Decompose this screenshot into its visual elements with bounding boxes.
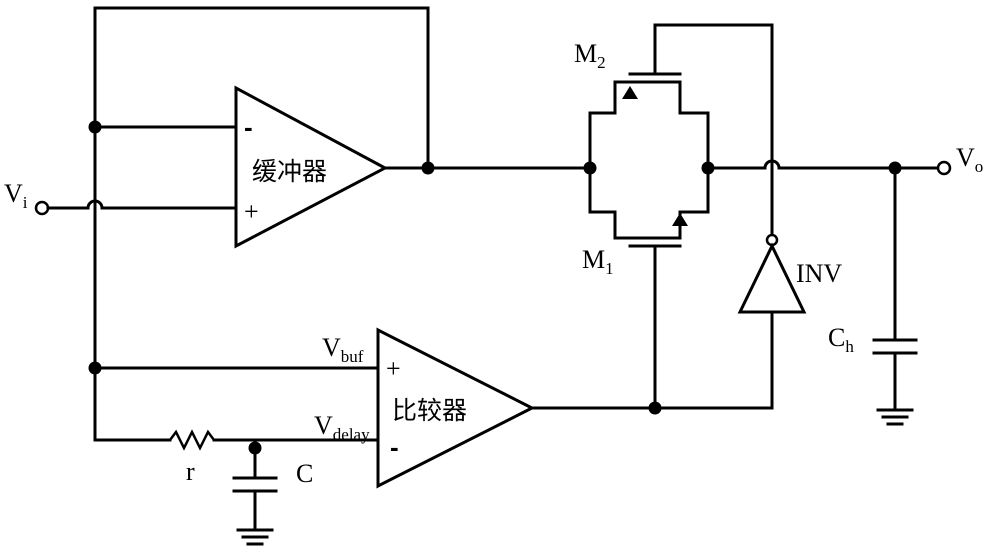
comparator-opamp	[376, 327, 536, 489]
output-wiring	[706, 159, 952, 176]
inv-label: INV	[796, 259, 842, 288]
m1-arrow-icon	[672, 213, 688, 226]
vo-label: Vo	[956, 143, 983, 176]
inverter	[530, 233, 807, 410]
m1-label: M1	[582, 245, 614, 278]
junction-dots	[88, 120, 902, 455]
buffer-label: 缓冲器	[252, 157, 327, 186]
comparator-minus-sign: -	[390, 432, 399, 462]
r-label: r	[186, 457, 195, 486]
vi-input	[34, 199, 240, 216]
transmission-gate	[588, 23, 774, 410]
vi-label: Vi	[4, 179, 28, 212]
hold-capacitor	[872, 166, 918, 426]
buffer-plus-sign: +	[244, 197, 259, 226]
ch-label: Ch	[828, 323, 854, 356]
buffer-minus-sign: -	[244, 112, 253, 142]
c-label: C	[296, 459, 313, 488]
m2-arrow-icon	[622, 86, 638, 99]
vdelay-label: Vdelay	[314, 411, 370, 444]
comparator-label: 比较器	[392, 396, 467, 425]
vbuf-label: Vbuf	[322, 333, 364, 366]
m2-label: M2	[574, 39, 606, 72]
buffer-opamp	[234, 85, 389, 249]
comparator-plus-sign: +	[386, 354, 401, 383]
rc-delay	[93, 429, 380, 546]
